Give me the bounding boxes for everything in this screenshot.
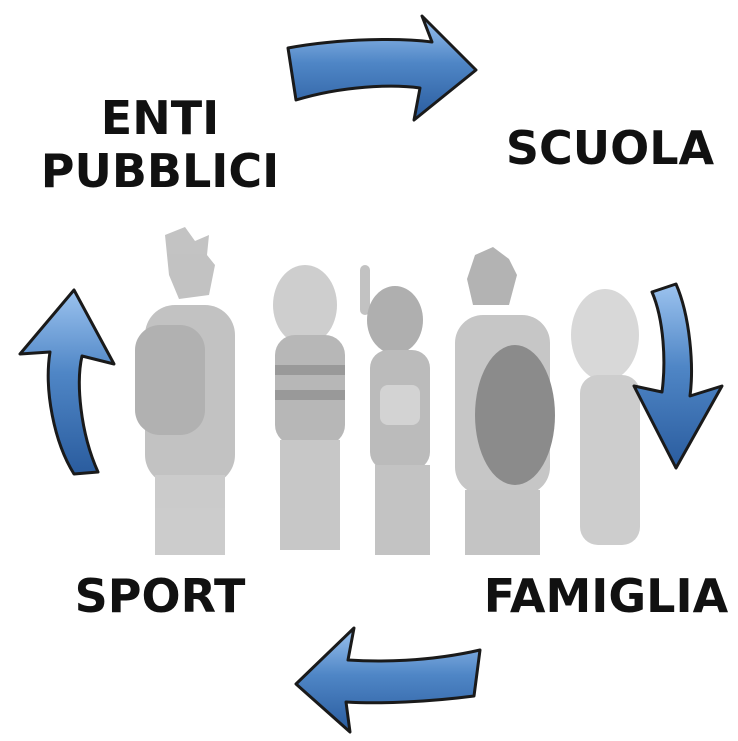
arrow-up-icon [18, 288, 116, 476]
arrow-down-icon [632, 282, 724, 470]
label-famiglia: FAMIGLIA [483, 569, 729, 623]
label-enti-pubblici: ENTI PUBBLICI [40, 92, 280, 198]
arrow-right-icon [286, 14, 478, 122]
arrow-left-icon [294, 626, 482, 734]
label-enti-line2: PUBBLICI [40, 143, 280, 198]
label-sport: SPORT [74, 569, 246, 623]
label-scuola: SCUOLA [505, 121, 715, 175]
students-illustration [135, 227, 640, 555]
label-enti-line1: ENTI [100, 91, 220, 145]
